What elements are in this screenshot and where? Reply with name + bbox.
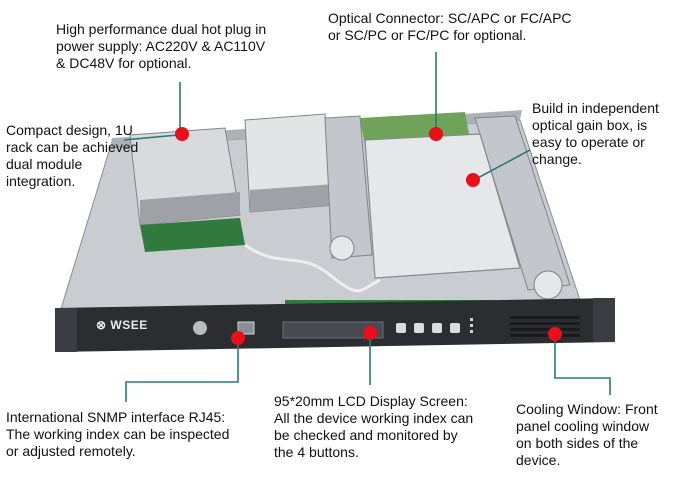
- device-logo: ⊗ WSEE: [96, 318, 148, 332]
- marker-gainbox: [466, 173, 480, 187]
- leader-compact: [123, 134, 179, 141]
- callout-lcd: 95*20mm LCD Display Screen: All the devi…: [274, 393, 474, 460]
- callout-snmp: International SNMP interface RJ45: The w…: [6, 409, 230, 459]
- callout-cooling: Cooling Window: Front panel cooling wind…: [516, 401, 658, 468]
- key-lock-icon: [193, 321, 207, 335]
- leader-snmp: [125, 338, 239, 402]
- callout-power-supply: High performance dual hot plug in power …: [56, 21, 267, 71]
- power-module-left-vent: [140, 192, 240, 225]
- power-module-right-vent: [250, 184, 335, 212]
- marker-snmp: [231, 331, 245, 345]
- heatsink-column-right: [474, 115, 571, 291]
- status-led-2: [470, 324, 473, 327]
- leader-cooling: [554, 336, 611, 395]
- status-led-3: [470, 330, 473, 333]
- logo-icon: ⊗: [96, 318, 107, 332]
- heatsink-column-left: [324, 115, 373, 259]
- rack-ear-left: [55, 308, 77, 352]
- lcd-screen: [282, 321, 384, 339]
- pcb-board-left: [140, 218, 245, 252]
- heatsink-fan-right: [533, 270, 563, 300]
- panel-button-4: [450, 323, 460, 333]
- leader-gainbox: [473, 149, 531, 181]
- callout-gain-box: Build in independent optical gain box, i…: [532, 100, 659, 167]
- heatsink-fan-left: [329, 235, 355, 261]
- internal-cable: [244, 243, 381, 293]
- status-led-1: [470, 318, 473, 321]
- rack-ear-right: [593, 298, 615, 342]
- cooling-vent-right: [510, 316, 580, 337]
- marker-optical: [429, 127, 443, 141]
- rj45-port: [237, 321, 255, 335]
- marker-power: [175, 127, 189, 141]
- panel-button-1: [396, 323, 406, 333]
- panel-button-2: [414, 323, 424, 333]
- callout-optical-connector: Optical Connector: SC/APC or FC/APC or S…: [328, 10, 572, 43]
- panel-button-3: [432, 323, 442, 333]
- marker-lcd: [363, 326, 377, 340]
- callout-compact-design: Compact design, 1U rack can be achieved …: [6, 122, 139, 189]
- marker-cooling: [548, 327, 562, 341]
